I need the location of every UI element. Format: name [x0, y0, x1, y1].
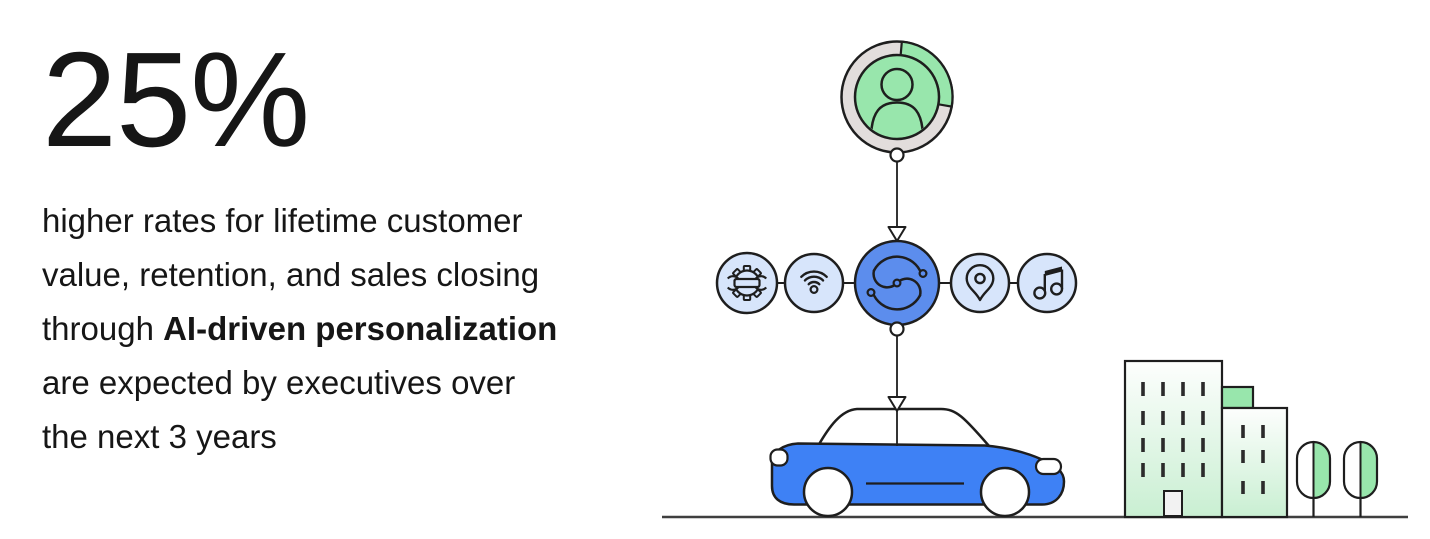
car-headlight	[1034, 457, 1063, 476]
building-door	[1163, 490, 1183, 517]
car-roof	[815, 407, 992, 448]
tree-icon	[1342, 440, 1379, 517]
arrow-down-icon	[887, 226, 907, 242]
stat-description: higher rates for lifetime customer value…	[42, 194, 622, 464]
building-icon	[1123, 359, 1289, 519]
connector-node	[889, 147, 905, 163]
stat-line-3: through AI-driven personalization	[42, 310, 558, 347]
sync-icon	[853, 239, 941, 327]
gear-wrench-icon	[715, 251, 779, 315]
car-wheel	[802, 466, 854, 518]
stat-value: 25%	[42, 24, 310, 175]
stat-line-4: are expected by executives over	[42, 364, 516, 401]
music-note-icon	[1016, 252, 1078, 314]
location-pin-icon	[949, 252, 1011, 314]
tree-icon	[1295, 440, 1332, 517]
stat-line-5: the next 3 years	[42, 418, 277, 455]
car-taillight	[769, 448, 789, 467]
building-roof-cap	[1220, 385, 1255, 410]
building2-windows	[1241, 425, 1265, 494]
car-icon	[769, 407, 1066, 518]
stat-highlight: AI-driven personalization	[163, 310, 558, 347]
flow-arrows	[887, 159, 907, 446]
stat-line-2: value, retention, and sales closing	[42, 256, 540, 293]
wifi-icon	[783, 252, 845, 314]
user-avatar-icon	[840, 40, 954, 163]
connector-node	[889, 321, 905, 337]
person-silhouette	[869, 67, 925, 138]
car-wheel	[979, 466, 1031, 518]
stat-block: 25% higher rates for lifetime customer v…	[42, 24, 622, 455]
building-windows	[1141, 382, 1205, 477]
personalization-illustration	[662, 40, 1408, 519]
feature-icon-row	[715, 239, 1078, 337]
arrow-down-icon	[887, 396, 907, 412]
stat-line-1: higher rates for lifetime customer	[42, 202, 523, 239]
